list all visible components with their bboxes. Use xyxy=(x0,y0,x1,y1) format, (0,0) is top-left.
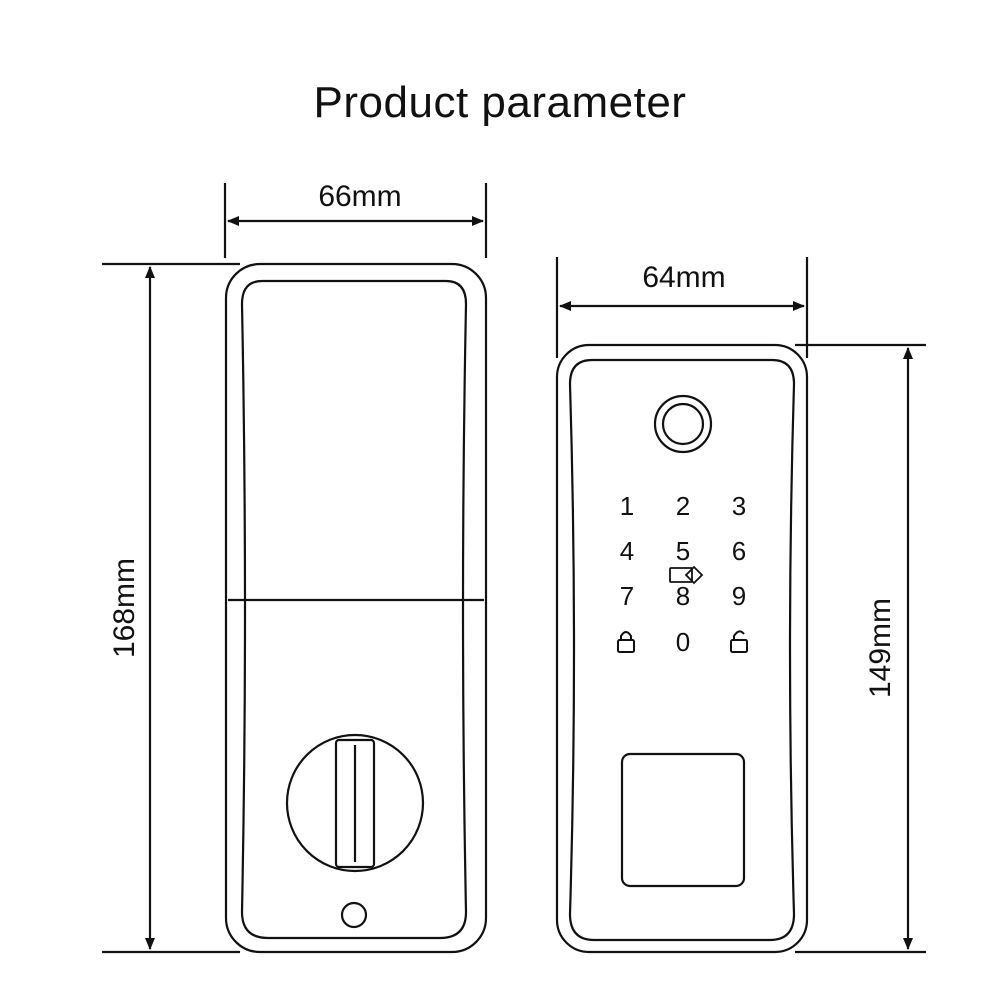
front-height-label: 149mm xyxy=(864,598,897,698)
thumb-turn-knob xyxy=(285,733,425,873)
back-height-label: 168mm xyxy=(108,558,141,658)
back-panel xyxy=(102,183,488,954)
thumb-turn-lever xyxy=(334,738,376,869)
unlock-icon xyxy=(730,630,748,653)
card-icon xyxy=(669,565,704,585)
keypad-key-3: 3 xyxy=(732,491,746,521)
keypad-key-4: 4 xyxy=(620,536,634,566)
front-width-label: 64mm xyxy=(642,261,725,294)
keypad-key-7: 7 xyxy=(620,581,634,611)
keypad-key-5: 5 xyxy=(676,536,690,566)
page-title: Product parameter xyxy=(313,78,687,127)
keypad: 1 2 3 4 5 6 7 8 9 0 xyxy=(620,491,746,657)
fingerprint-sensor-icon xyxy=(653,394,713,454)
keypad-key-8: 8 xyxy=(676,581,690,611)
lock-icon xyxy=(617,631,635,653)
front-panel-outer-frame xyxy=(555,343,809,954)
keypad-key-6: 6 xyxy=(732,536,746,566)
keypad-key-1: 1 xyxy=(620,491,634,521)
front-panel-inner-frame xyxy=(568,358,796,942)
keypad-key-2: 2 xyxy=(676,491,690,521)
keypad-key-9: 9 xyxy=(732,581,746,611)
fingerprint-sensor-inner xyxy=(661,402,705,446)
bottom-sensor-pad xyxy=(620,752,746,888)
keypad-key-0: 0 xyxy=(676,627,690,657)
back-panel-outer-frame xyxy=(224,262,488,954)
back-width-label: 66mm xyxy=(318,180,401,213)
keyhole-icon xyxy=(340,901,368,929)
front-panel xyxy=(555,257,926,954)
back-panel-inner-frame xyxy=(240,279,468,940)
